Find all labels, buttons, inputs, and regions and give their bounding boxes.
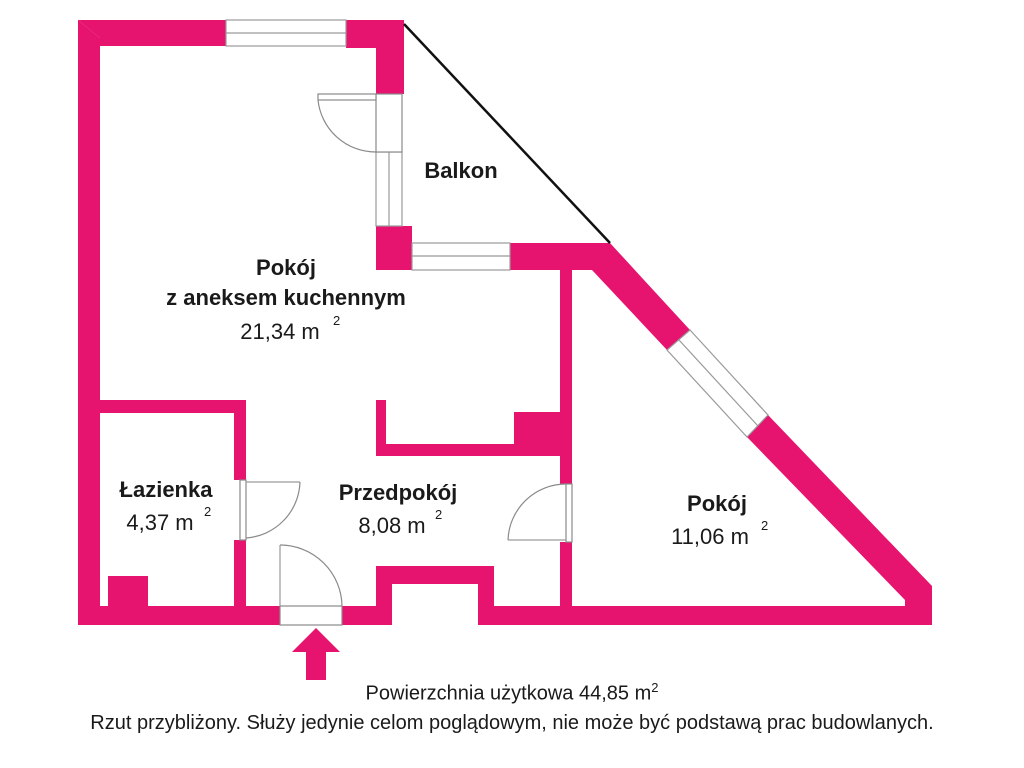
label-hall: Przedpokój	[339, 480, 458, 505]
room-labels: Balkon Pokój z aneksem kuchennym 21,34 m…	[120, 158, 769, 549]
wall-bathroom-right-lower	[234, 540, 246, 610]
wall-notch	[376, 566, 494, 625]
label-balcony: Balkon	[424, 158, 497, 183]
window-diagonal	[666, 329, 769, 438]
entrance-arrow-icon	[292, 628, 340, 680]
window-balcony-bottom	[411, 242, 511, 271]
balcony-railing	[403, 23, 611, 244]
wall-bathroom-top	[100, 400, 246, 413]
window-balcony-door	[375, 151, 403, 227]
area-hall-sup: 2	[435, 507, 442, 522]
wall-room2-upper	[560, 264, 572, 484]
wall-hall-vertical	[376, 400, 386, 454]
label-bathroom: Łazienka	[120, 477, 214, 502]
wall-bottom-right	[480, 606, 932, 625]
label-living-line1: Pokój	[256, 255, 316, 280]
wall-room2-lower	[560, 542, 572, 612]
wall-bottom-left	[78, 606, 280, 625]
area-living-sup: 2	[333, 313, 340, 328]
wall-balcony-bottom	[510, 243, 610, 270]
area-bathroom-sup: 2	[204, 504, 211, 519]
door-room2	[507, 483, 573, 543]
area-hall: 8,08 m	[358, 513, 425, 538]
disclaimer-text: Rzut przybliżony. Służy jedynie celom po…	[90, 712, 934, 734]
wall-bathroom-right-upper	[234, 400, 246, 480]
total-area-sup: 2	[651, 680, 659, 695]
area-living: 21,34 m	[240, 319, 320, 344]
door-balcony	[317, 93, 403, 153]
wall-left	[78, 20, 100, 625]
doors	[239, 93, 573, 626]
window-top	[225, 19, 347, 47]
walls	[78, 20, 932, 625]
windows	[225, 19, 769, 438]
bathroom-shaft	[108, 576, 148, 610]
total-area-label: Powierzchnia użytkowa 44,85 m	[365, 682, 652, 705]
wall-balcony-pillar	[376, 226, 412, 270]
area-room2: 11,06 m	[671, 524, 749, 549]
label-living-line2: z aneksem kuchennym	[166, 285, 406, 310]
hall-shaft	[514, 412, 562, 456]
area-bathroom: 4,37 m	[126, 510, 193, 535]
area-room2-sup: 2	[761, 518, 768, 533]
wall-diagonal-upper	[592, 243, 690, 350]
wall-diagonal-lower	[747, 415, 932, 625]
door-bathroom	[239, 479, 301, 541]
wall-top-left	[78, 20, 226, 46]
total-area-line: Powierzchnia użytkowa 44,85 m2	[0, 680, 1024, 706]
label-room2: Pokój	[687, 491, 747, 516]
door-entrance	[279, 544, 343, 626]
wall-pillar	[376, 20, 404, 94]
